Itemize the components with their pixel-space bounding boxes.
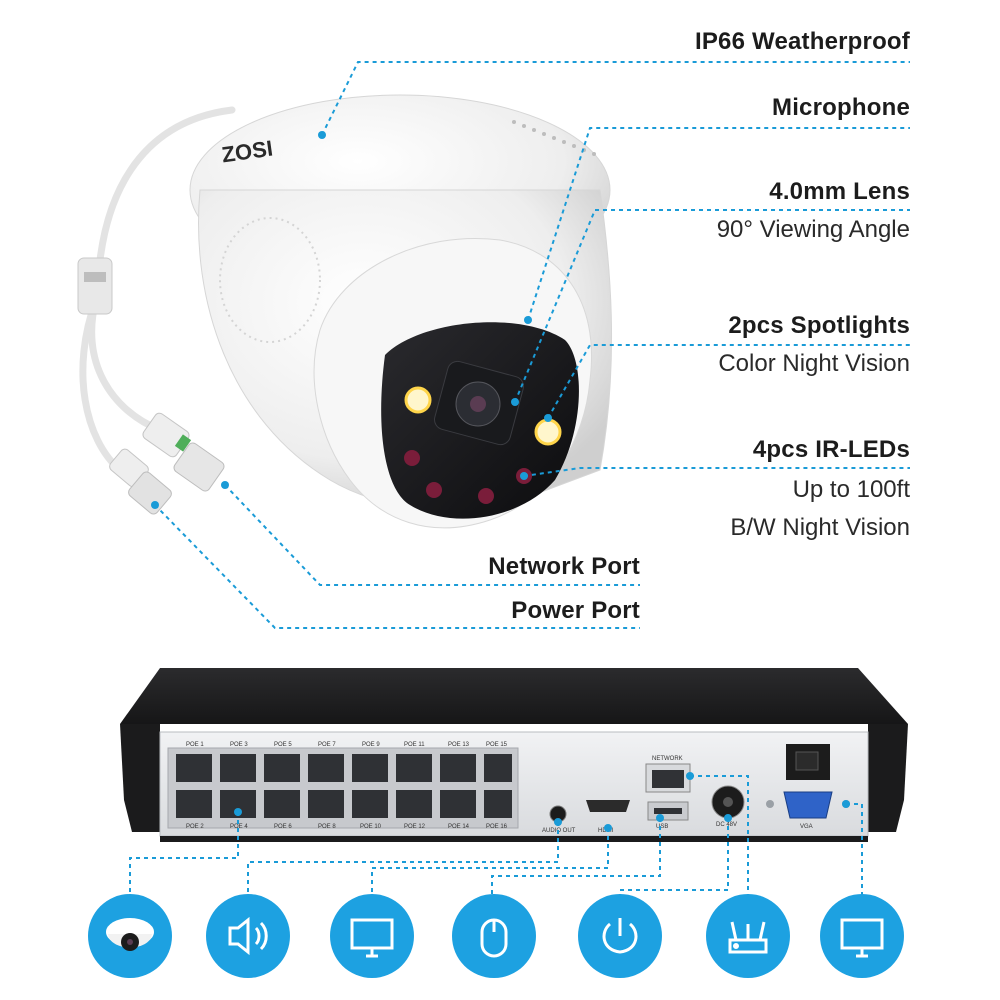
camera: ZOSI: [189, 94, 613, 529]
svg-text:POE 7: POE 7: [318, 742, 336, 748]
svg-text:POE 8: POE 8: [318, 824, 336, 830]
nvr-port-labels: POE 1 POE 3 POE 5 POE 7 POE 9 POE 11 POE…: [186, 742, 813, 834]
svg-text:POE 4: POE 4: [230, 824, 248, 830]
nvr-recorder: [120, 668, 908, 842]
svg-text:POE 12: POE 12: [404, 824, 426, 830]
svg-text:NETWORK: NETWORK: [652, 756, 683, 762]
svg-text:POE 2: POE 2: [186, 824, 204, 830]
mouse-icon: [452, 894, 536, 978]
ir-leds-label: 4pcs IR-LEDs: [752, 436, 910, 463]
color-night-vision-label: Color Night Vision: [718, 350, 910, 377]
camera-icon: [88, 894, 172, 978]
svg-text:POE 13: POE 13: [448, 742, 470, 748]
svg-text:POE 3: POE 3: [230, 742, 248, 748]
camera-leaders: [154, 61, 910, 629]
svg-text:POE 1: POE 1: [186, 742, 204, 748]
svg-text:POE 14: POE 14: [448, 824, 470, 830]
camera-cable: [79, 106, 236, 474]
svg-text:POE 11: POE 11: [404, 742, 425, 748]
power-icon: [578, 894, 662, 978]
poe-ports: [176, 754, 512, 818]
svg-text:POE 5: POE 5: [274, 742, 292, 748]
svg-text:POE 15: POE 15: [486, 742, 508, 748]
monitor-icon: [330, 894, 414, 978]
monitor-icon: [820, 894, 904, 978]
power-port-label: Power Port: [511, 597, 640, 624]
svg-text:POE 6: POE 6: [274, 824, 292, 830]
network-port-label: Network Port: [488, 553, 640, 580]
bw-night-vision-label: B/W Night Vision: [730, 514, 910, 541]
svg-text:USB: USB: [656, 824, 668, 830]
svg-text:DC 48V: DC 48V: [716, 822, 737, 828]
nvr-leader-dots: [234, 772, 850, 832]
router-icon: [706, 894, 790, 978]
svg-text:POE 16: POE 16: [486, 824, 508, 830]
spotlight-right: [534, 418, 562, 446]
lens-label: 4.0mm Lens: [769, 178, 910, 205]
ir-range-label: Up to 100ft: [792, 476, 910, 503]
svg-text:POE 10: POE 10: [360, 824, 382, 830]
spotlight-left: [404, 386, 432, 414]
viewing-angle-label: 90° Viewing Angle: [716, 216, 910, 243]
svg-text:POE 9: POE 9: [362, 742, 380, 748]
camera-leader-dots: [151, 131, 552, 509]
weatherproof-label: IP66 Weatherproof: [694, 28, 910, 55]
svg-text:VGA: VGA: [800, 824, 813, 830]
cable-connectors: [77, 257, 225, 515]
speaker-icon: [206, 894, 290, 978]
spotlights-label: 2pcs Spotlights: [728, 312, 910, 339]
microphone-label: Microphone: [772, 94, 910, 121]
